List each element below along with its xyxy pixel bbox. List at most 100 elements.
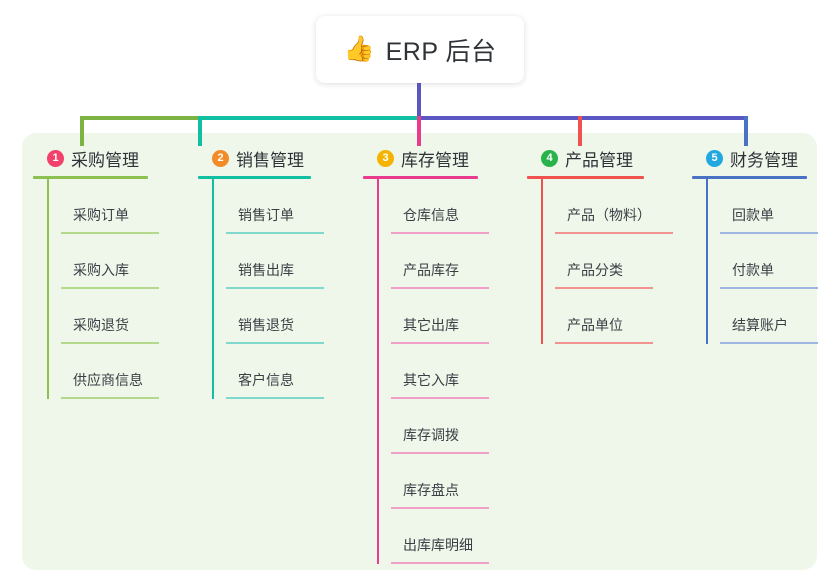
- branch-badge-3: 3: [377, 149, 394, 167]
- leaf-item[interactable]: 销售出库: [212, 234, 348, 289]
- leaf-item[interactable]: 产品（物料）: [541, 179, 677, 234]
- drop-connector-3: [417, 116, 421, 146]
- branch-header-4[interactable]: 4 产品管理: [527, 146, 677, 170]
- branch-children-1: 采购订单 采购入库 采购退货 供应商信息: [33, 179, 183, 399]
- hbar-teal-segment: [198, 116, 419, 120]
- branch-header-5[interactable]: 5 财务管理: [692, 146, 817, 170]
- branch-title-1: 采购管理: [71, 150, 139, 170]
- branch-badge-2: 2: [212, 149, 229, 167]
- leaf-label: 仓库信息: [403, 207, 459, 223]
- drop-connector-4: [578, 116, 582, 146]
- leaf-label: 库存盘点: [403, 482, 459, 498]
- leaf-item[interactable]: 产品库存: [377, 234, 513, 289]
- root-title: ERP 后台: [385, 37, 497, 66]
- drop-connector-1: [80, 116, 84, 146]
- leaf-label: 产品单位: [567, 317, 623, 333]
- branch-rule-1: [33, 176, 148, 179]
- leaf-rule: [720, 342, 818, 344]
- leaf-item[interactable]: 采购退货: [47, 289, 183, 344]
- leaf-rule: [61, 287, 159, 289]
- branch-spine-5: [706, 179, 708, 344]
- leaf-rule: [391, 562, 489, 564]
- leaf-label: 产品库存: [403, 262, 459, 278]
- leaf-rule: [226, 287, 324, 289]
- branch-rule-5: [692, 176, 807, 179]
- leaf-rule: [391, 397, 489, 399]
- leaf-rule: [555, 342, 653, 344]
- leaf-rule: [391, 287, 489, 289]
- leaf-rule: [391, 232, 489, 234]
- hbar-purple-segment: [417, 116, 748, 120]
- leaf-rule: [720, 287, 818, 289]
- branch-badge-1: 1: [47, 149, 64, 167]
- leaf-item[interactable]: 仓库信息: [377, 179, 513, 234]
- leaf-label: 产品分类: [567, 262, 623, 278]
- drop-connector-2: [198, 116, 202, 146]
- branch-title-5: 财务管理: [730, 150, 798, 170]
- leaf-label: 其它入库: [403, 372, 459, 388]
- branch-children-3: 仓库信息 产品库存 其它出库 其它入库 库存调拨 库存盘点: [363, 179, 513, 564]
- branch-column-4: 4 产品管理 产品（物料） 产品分类 产品单位: [527, 146, 677, 344]
- branch-column-1: 1 采购管理 采购订单 采购入库 采购退货 供应商信息: [33, 146, 183, 399]
- branch-column-3: 3 库存管理 仓库信息 产品库存 其它出库 其它入库 库存调拨: [363, 146, 513, 564]
- leaf-item[interactable]: 库存调拨: [377, 399, 513, 454]
- leaf-rule: [391, 452, 489, 454]
- leaf-item[interactable]: 产品单位: [541, 289, 677, 344]
- leaf-rule: [226, 232, 324, 234]
- leaf-item[interactable]: 产品分类: [541, 234, 677, 289]
- branch-title-4: 产品管理: [565, 150, 633, 170]
- leaf-item[interactable]: 采购订单: [47, 179, 183, 234]
- branch-rule-2: [198, 176, 311, 179]
- leaf-rule: [391, 507, 489, 509]
- branch-badge-4: 4: [541, 149, 558, 167]
- branch-spine-2: [212, 179, 214, 399]
- leaf-label: 回款单: [732, 207, 774, 223]
- leaf-rule: [720, 232, 818, 234]
- leaf-label: 其它出库: [403, 317, 459, 333]
- leaf-label: 采购订单: [73, 207, 129, 223]
- leaf-item[interactable]: 库存盘点: [377, 454, 513, 509]
- branch-header-2[interactable]: 2 销售管理: [198, 146, 348, 170]
- leaf-label: 销售退货: [238, 317, 294, 333]
- leaf-item[interactable]: 供应商信息: [47, 344, 183, 399]
- leaf-item[interactable]: 出库库明细: [377, 509, 513, 564]
- leaf-item[interactable]: 销售订单: [212, 179, 348, 234]
- leaf-label: 结算账户: [732, 317, 788, 333]
- leaf-item[interactable]: 其它出库: [377, 289, 513, 344]
- branches-panel: [22, 133, 817, 570]
- leaf-label: 销售订单: [238, 207, 294, 223]
- branch-column-2: 2 销售管理 销售订单 销售出库 销售退货 客户信息: [198, 146, 348, 399]
- branch-children-5: 回款单 付款单 结算账户: [692, 179, 818, 344]
- leaf-item[interactable]: 付款单: [706, 234, 818, 289]
- leaf-rule: [555, 232, 673, 234]
- leaf-item[interactable]: 结算账户: [706, 289, 818, 344]
- hbar-green-segment: [80, 116, 200, 120]
- branch-header-3[interactable]: 3 库存管理: [363, 146, 513, 170]
- leaf-rule: [226, 397, 324, 399]
- leaf-item[interactable]: 其它入库: [377, 344, 513, 399]
- leaf-label: 出库库明细: [403, 537, 473, 553]
- leaf-item[interactable]: 采购入库: [47, 234, 183, 289]
- branch-children-4: 产品（物料） 产品分类 产品单位: [527, 179, 677, 344]
- leaf-label: 产品（物料）: [567, 207, 651, 223]
- leaf-item[interactable]: 回款单: [706, 179, 818, 234]
- leaf-rule: [61, 397, 159, 399]
- branch-spine-4: [541, 179, 543, 344]
- root-stem-connector: [417, 83, 421, 118]
- leaf-item[interactable]: 客户信息: [212, 344, 348, 399]
- leaf-item[interactable]: 销售退货: [212, 289, 348, 344]
- leaf-label: 采购退货: [73, 317, 129, 333]
- branch-header-1[interactable]: 1 采购管理: [33, 146, 183, 170]
- leaf-label: 采购入库: [73, 262, 129, 278]
- branch-rule-3: [363, 176, 478, 179]
- leaf-rule: [61, 232, 159, 234]
- leaf-label: 销售出库: [238, 262, 294, 278]
- branch-spine-1: [47, 179, 49, 399]
- branch-column-5: 5 财务管理 回款单 付款单 结算账户: [692, 146, 818, 344]
- leaf-rule: [391, 342, 489, 344]
- leaf-rule: [61, 342, 159, 344]
- drop-connector-5: [744, 116, 748, 146]
- leaf-label: 供应商信息: [73, 372, 143, 388]
- root-node[interactable]: 👍 ERP 后台: [316, 16, 524, 83]
